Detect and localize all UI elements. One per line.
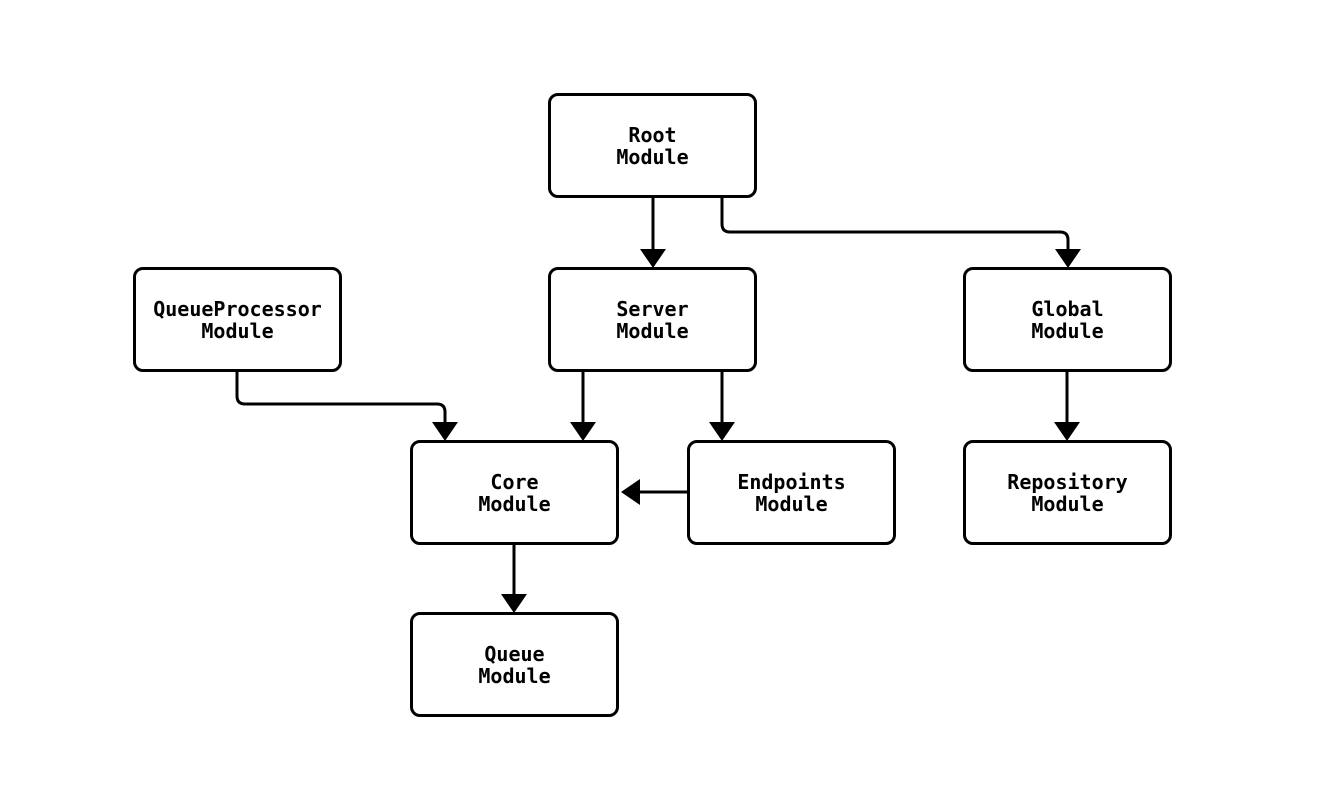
node-global-module: Global Module bbox=[963, 267, 1172, 372]
node-server-module: Server Module bbox=[548, 267, 757, 372]
node-server-label-line2: Module bbox=[616, 318, 689, 343]
node-root-label-line1: Root bbox=[628, 122, 677, 147]
edge-root-to-server bbox=[640, 198, 666, 268]
node-repository-label-line2: Module bbox=[1031, 491, 1104, 516]
edge-server-to-endpoints bbox=[709, 372, 735, 441]
node-core-label-line1: Core bbox=[490, 469, 539, 494]
node-queueprocessor-module: QueueProcessor Module bbox=[133, 267, 342, 372]
node-endpoints-label-line2: Module bbox=[755, 491, 828, 516]
node-core-label-line2: Module bbox=[478, 491, 551, 516]
edge-queueprocessor-to-core bbox=[235, 372, 458, 441]
node-global-label-line2: Module bbox=[1031, 318, 1104, 343]
node-root-label-line2: Module bbox=[616, 144, 689, 169]
node-endpoints-label-line1: Endpoints bbox=[737, 469, 846, 494]
node-core-module: Core Module bbox=[410, 440, 619, 545]
node-endpoints-module: Endpoints Module bbox=[687, 440, 896, 545]
edge-endpoints-to-core bbox=[621, 479, 687, 505]
edge-global-to-repository bbox=[1054, 372, 1080, 441]
node-queue-module: Queue Module bbox=[410, 612, 619, 717]
node-root-module: Root Module bbox=[548, 93, 757, 198]
node-server-label-line1: Server bbox=[616, 296, 689, 321]
edge-root-to-global bbox=[720, 198, 1081, 268]
node-queueprocessor-label-line1: QueueProcessor bbox=[153, 296, 322, 321]
node-repository-module: Repository Module bbox=[963, 440, 1172, 545]
node-queueprocessor-label-line2: Module bbox=[201, 318, 274, 343]
edge-core-to-queue bbox=[501, 544, 527, 613]
node-repository-label-line1: Repository bbox=[1007, 469, 1128, 494]
node-queue-label-line2: Module bbox=[478, 663, 551, 688]
edge-server-to-core bbox=[570, 372, 596, 441]
node-queue-label-line1: Queue bbox=[484, 641, 545, 666]
node-global-label-line1: Global bbox=[1031, 296, 1104, 321]
